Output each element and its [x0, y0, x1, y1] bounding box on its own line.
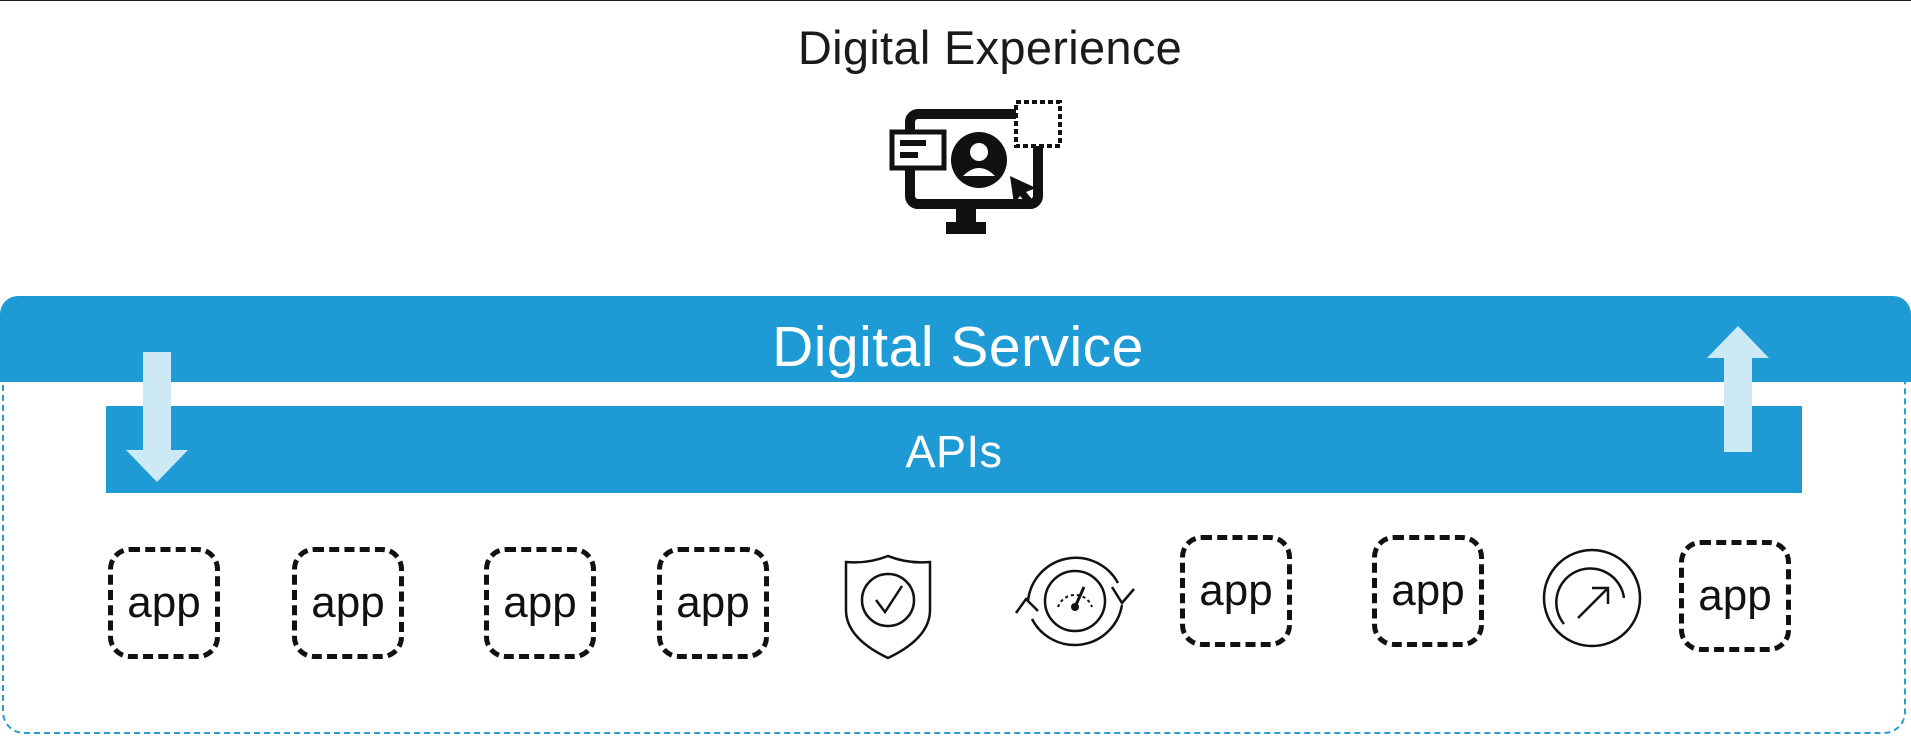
monitor-user-icon: [889, 100, 1062, 234]
arrow-down-icon: [126, 352, 188, 482]
circle-arrow-icon: [1542, 548, 1642, 648]
digital-service-title: Digital Service: [772, 315, 1144, 379]
app-box-5: app: [1180, 535, 1292, 647]
digital-service-boundary: [2, 360, 1906, 734]
app-box-3: app: [484, 547, 596, 659]
digital-service-band: [0, 296, 1911, 382]
app-box-7: app: [1679, 540, 1791, 652]
app-box-6: app: [1372, 535, 1484, 647]
apis-band: APIs: [106, 406, 1802, 493]
arrow-up-icon: [1707, 326, 1769, 452]
app-box-1: app: [108, 547, 220, 659]
shield-check-icon: [844, 554, 932, 660]
top-rule: [0, 0, 1911, 1]
apis-label: APIs: [905, 426, 1003, 477]
app-box-2: app: [292, 547, 404, 659]
app-box-4: app: [657, 547, 769, 659]
speedometer-refresh-icon: [1014, 556, 1135, 647]
digital-experience-title: Digital Experience: [797, 21, 1183, 74]
